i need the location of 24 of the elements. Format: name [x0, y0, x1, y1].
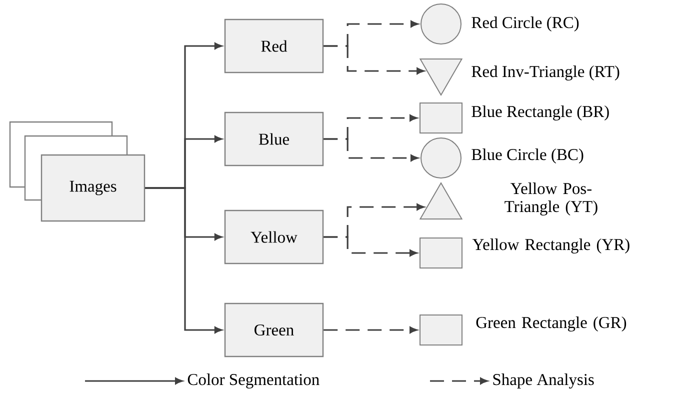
legend-text: Color Segmentation: [188, 374, 320, 388]
shape-label: Blue Circle (BC): [472, 148, 584, 164]
shape-label: Yellow Pos-Triangle (YT): [504, 182, 598, 216]
arrow: [324, 326, 418, 334]
process-box: Green: [224, 302, 324, 358]
arrow: [324, 236, 418, 256]
circle-shape: [420, 4, 462, 44]
process-box: Yellow: [224, 210, 324, 264]
shape-label: Red Inv-Triangle (RT): [472, 66, 620, 80]
arrow: [324, 138, 418, 162]
rectangle-shape: [420, 238, 462, 268]
shape-label: Red Circle (RC): [472, 16, 579, 32]
image-stack: Images: [9, 121, 146, 222]
arrow: [324, 45, 424, 74]
shape-label: Yellow Rectangle (YR): [472, 238, 630, 254]
legend-text: Shape Analysis: [493, 374, 594, 388]
arrow: [145, 187, 222, 334]
process-box: Red: [224, 18, 324, 74]
circle-shape: [420, 138, 462, 178]
shape-label: Blue Rectangle (BR): [472, 106, 609, 120]
process-box: Blue: [224, 112, 324, 166]
rectangle-shape: [420, 314, 462, 346]
shape-label: Green Rectangle (GR): [476, 316, 626, 332]
rectangle-shape: [420, 102, 462, 134]
